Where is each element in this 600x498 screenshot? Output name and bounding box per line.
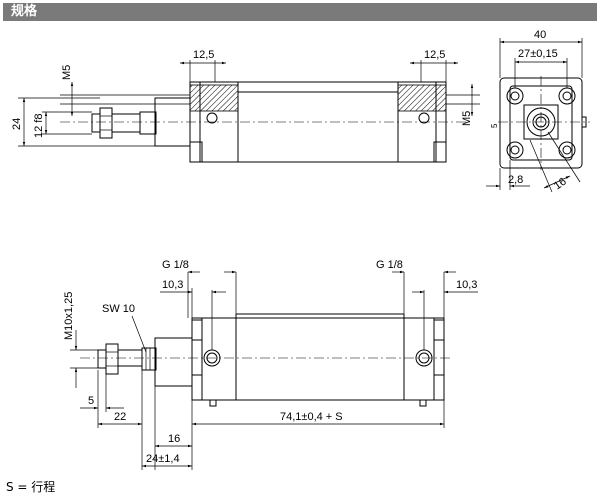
dim-5: 5: [88, 395, 94, 407]
sw10: SW 10: [102, 303, 135, 315]
dim-m5-right: M5: [461, 111, 473, 126]
dim-10-3-right: 10,3: [456, 279, 477, 291]
g18-left: G 1/8: [162, 259, 189, 271]
dim-40: 40: [534, 29, 546, 41]
bottom-side-view: G 1/8 10,3 G 1/8 10,3 M10x1,25 SW 10 5: [63, 259, 478, 470]
dim-length: 74,1±0,4 + S: [280, 411, 343, 423]
dim-24: 24: [11, 118, 23, 130]
dim-12-5-right: 12,5: [424, 49, 445, 61]
dim-22: 22: [114, 411, 126, 423]
dim-2-8: 2,8: [508, 174, 523, 186]
dim-16-diag: 16: [552, 176, 569, 193]
m10-thread: M10x1,25: [63, 292, 75, 340]
dim-small: 5: [490, 123, 499, 128]
dim-27: 27±0,15: [518, 48, 558, 60]
section-header: 规格: [3, 3, 597, 21]
end-view: 40 27±0,15 5 2,8 16: [486, 29, 590, 192]
dim-12f8: 12 f8: [33, 114, 45, 138]
dim-10-3-left: 10,3: [162, 279, 183, 291]
stroke-note: S = 行程: [6, 480, 56, 494]
dim-12-5-left: 12,5: [193, 49, 214, 61]
dim-16: 16: [168, 433, 180, 445]
dim-m5-left: M5: [61, 65, 73, 80]
g18-right: G 1/8: [376, 259, 403, 271]
top-side-view: 12,5 12,5 M5 M5 24 12 f8: [11, 49, 480, 163]
dim-24-tol: 24±1,4: [146, 453, 180, 465]
